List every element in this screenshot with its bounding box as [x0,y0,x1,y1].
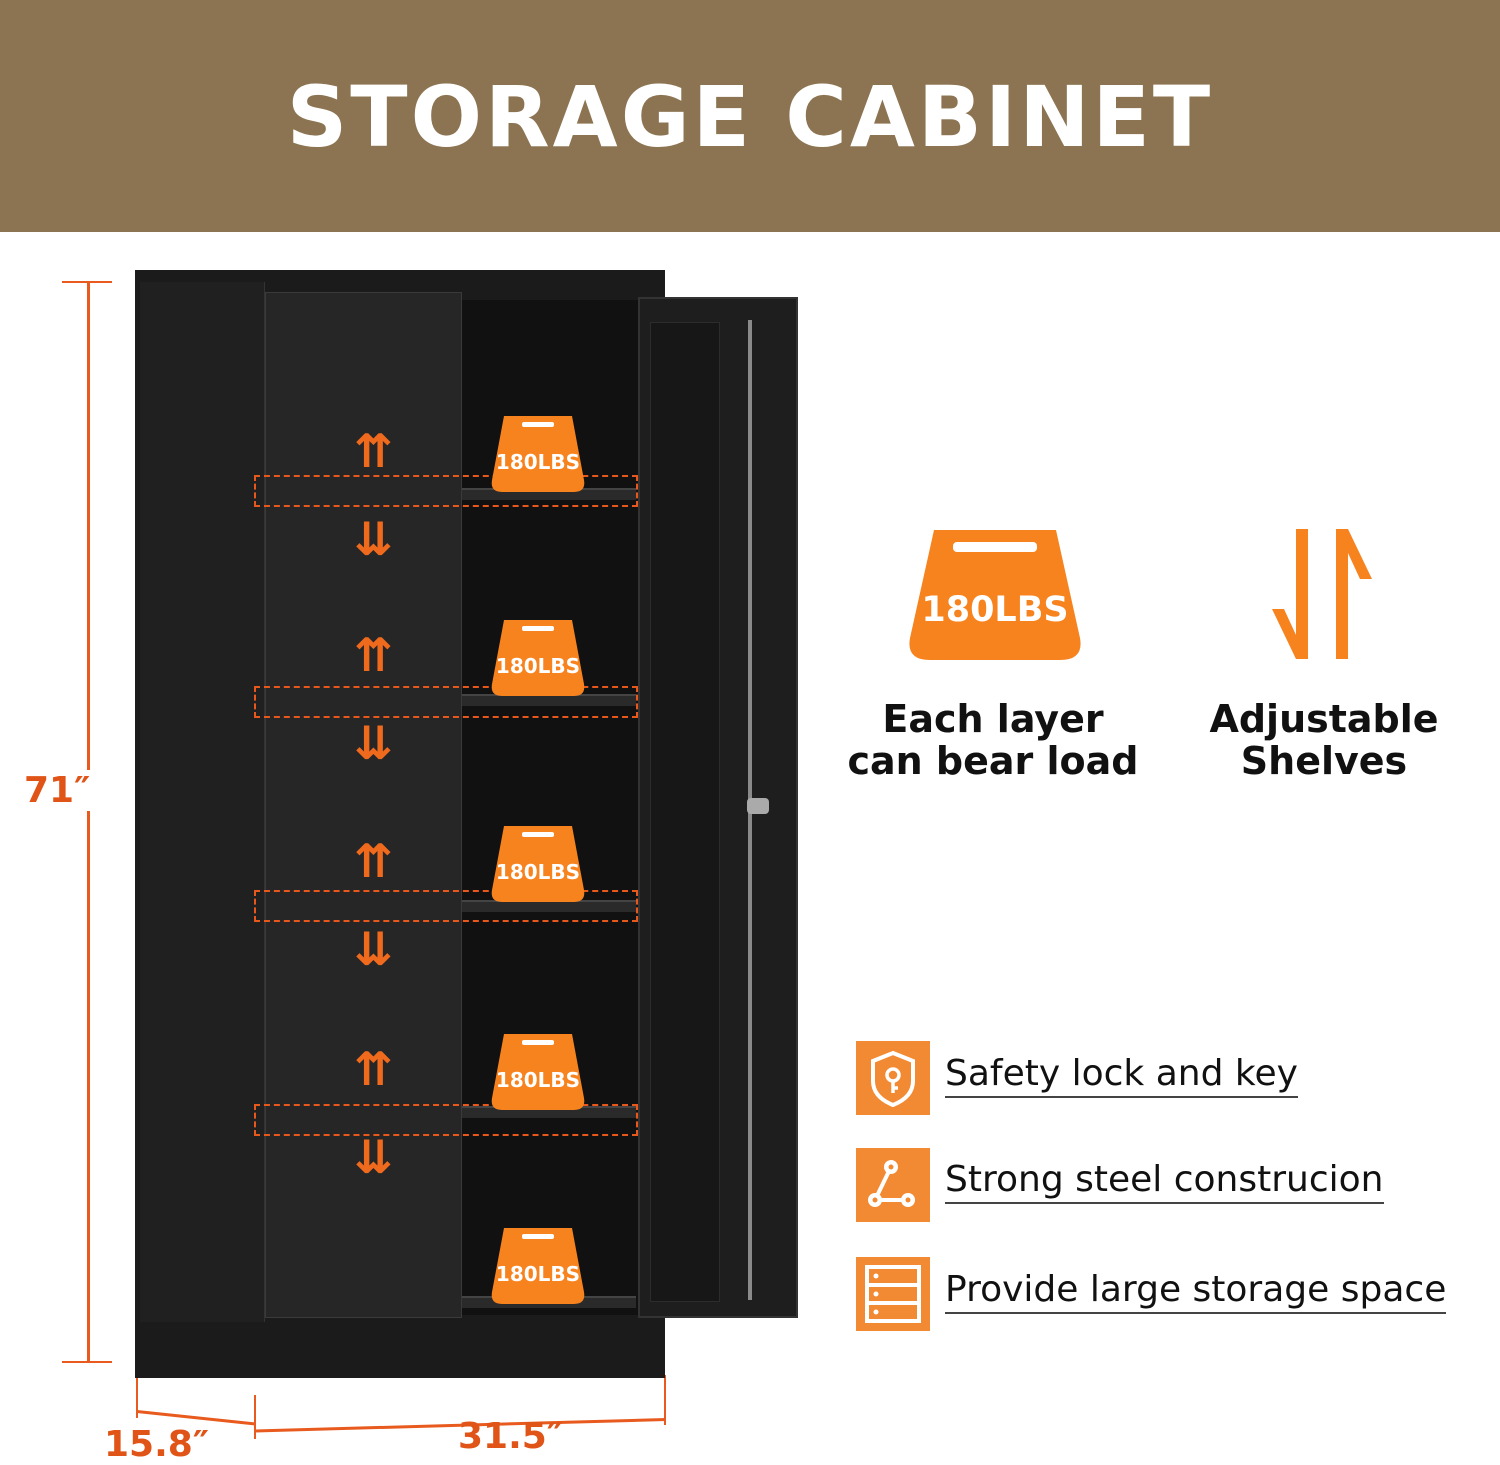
feature-lock-label: Safety lock and key [945,1052,1298,1098]
shelf-highlight [254,475,638,507]
weight-icon [491,1228,585,1304]
storage-drawers-icon [856,1257,930,1331]
weight-icon [491,620,585,696]
height-top-tick [62,281,112,283]
weight-badge: 180LBS [490,1226,586,1306]
weight-icon [491,826,585,902]
width-tick-right [664,1375,666,1425]
up-arrows-icon: ⇈ [354,1042,393,1096]
adjustable-arrows-icon [1272,529,1372,659]
shelf-highlight [254,1104,638,1136]
lock-icon [747,798,769,814]
weight-icon [491,416,585,492]
connection-nodes-icon [856,1148,930,1222]
height-dimension-line [87,282,90,1362]
load-line-1: Each layer [882,697,1104,741]
height-bottom-tick [62,1361,112,1363]
weight-label: 180LBS [495,1262,581,1286]
cabinet-side [140,282,265,1322]
depth-tick [136,1378,138,1418]
shield-key-icon [856,1041,930,1115]
page-title: STORAGE CABINET [286,68,1214,166]
shelf-highlight [254,686,638,718]
adjustable-feature-text: Adjustable Shelves [1196,698,1452,782]
up-arrows-icon: ⇈ [354,628,393,682]
load-feature-icon: 180LBS [908,528,1082,662]
weight-badge: 180LBS [490,414,586,494]
adjustable-line-1: Adjustable [1209,697,1439,741]
depth-label: 15.8″ [104,1424,209,1465]
door-inner-panel [650,322,720,1302]
load-line-2: can bear load [847,739,1139,783]
down-arrows-icon: ⇊ [354,922,393,976]
load-badge-label: 180LBS [921,590,1069,630]
feature-steel-label: Strong steel construcion [945,1158,1384,1204]
weight-icon [909,530,1081,660]
weight-label: 180LBS [495,654,581,678]
down-arrows-icon: ⇊ [354,716,393,770]
down-arrows-icon: ⇊ [354,512,393,566]
down-arrows-icon: ⇊ [354,1130,393,1184]
weight-label: 180LBS [495,860,581,884]
height-label: 71″ [24,770,91,811]
weight-badge: 180LBS [490,1032,586,1112]
up-arrows-icon: ⇈ [354,834,393,888]
width-tick-left [254,1395,256,1439]
load-feature-text: Each layer can bear load [840,698,1146,782]
shelf-highlight [254,890,638,922]
feature-storage-label: Provide large storage space [945,1268,1447,1314]
up-arrows-icon: ⇈ [354,424,393,478]
cabinet-left-door [265,292,462,1318]
adjustable-line-2: Shelves [1240,739,1408,783]
width-label: 31.5″ [458,1416,563,1457]
title-banner [0,0,1500,232]
weight-badge: 180LBS [490,824,586,904]
weight-icon [491,1034,585,1110]
weight-label: 180LBS [495,1068,581,1092]
weight-label: 180LBS [495,450,581,474]
weight-badge: 180LBS [490,618,586,698]
